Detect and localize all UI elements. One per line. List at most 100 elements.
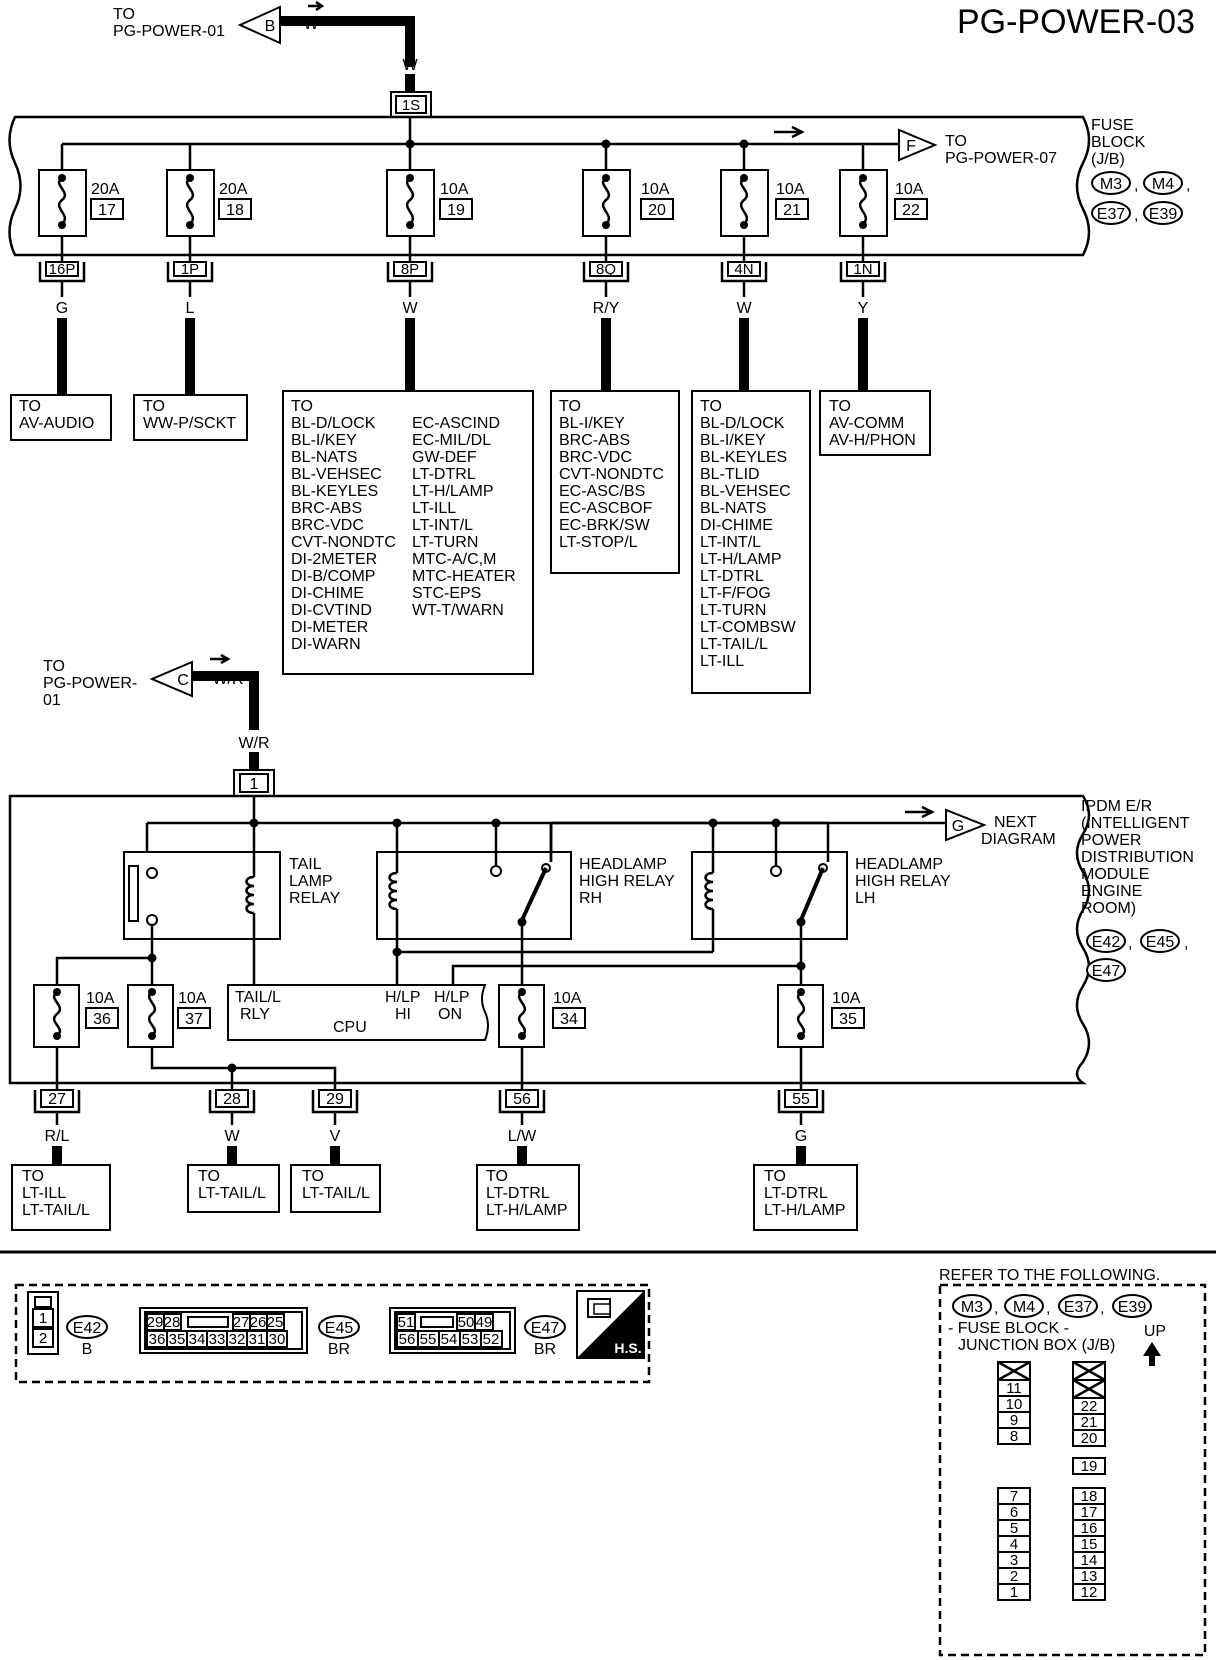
svg-text:BL-KEYLES: BL-KEYLES bbox=[291, 483, 378, 500]
svg-text:36: 36 bbox=[93, 1011, 111, 1028]
svg-text:GW-DEF: GW-DEF bbox=[412, 449, 477, 466]
svg-text:M3: M3 bbox=[1100, 176, 1122, 193]
ipdm-label: IPDM E/R (INTELLIGENT POWER DISTRIBUTION… bbox=[1081, 798, 1194, 917]
svg-text:29: 29 bbox=[147, 1314, 164, 1331]
svg-text:TO: TO bbox=[829, 398, 851, 415]
svg-text:27: 27 bbox=[233, 1314, 250, 1331]
svg-text:25: 25 bbox=[267, 1314, 284, 1331]
svg-text:14: 14 bbox=[1081, 1552, 1098, 1569]
top-link-to: TO bbox=[113, 6, 135, 23]
svg-text:LT-DTRL: LT-DTRL bbox=[700, 568, 764, 585]
svg-text:AV-AUDIO: AV-AUDIO bbox=[19, 415, 94, 432]
svg-text:52: 52 bbox=[483, 1331, 500, 1348]
svg-text:10A: 10A bbox=[178, 990, 207, 1007]
page-title: PG-POWER-03 bbox=[957, 3, 1195, 41]
svg-text:ENGINE: ENGINE bbox=[1081, 883, 1142, 900]
output-55: 55 G TO LT-DTRL LT-H/LAMP bbox=[753, 1089, 858, 1231]
svg-text:2: 2 bbox=[39, 1330, 47, 1347]
svg-text:TO: TO bbox=[43, 658, 65, 675]
svg-text:,: , bbox=[1100, 1300, 1104, 1317]
svg-text:55: 55 bbox=[792, 1091, 810, 1108]
svg-text:TAIL: TAIL bbox=[289, 856, 322, 873]
svg-text:,: , bbox=[1186, 177, 1190, 194]
svg-text:BL-KEYLES: BL-KEYLES bbox=[700, 449, 787, 466]
svg-text:LT-TAIL/L: LT-TAIL/L bbox=[198, 1185, 266, 1202]
svg-text:50: 50 bbox=[458, 1314, 475, 1331]
svg-text:31: 31 bbox=[249, 1331, 266, 1348]
ipdm-wire-color: W/R bbox=[238, 735, 269, 752]
svg-text:DI-CVTIND: DI-CVTIND bbox=[291, 602, 372, 619]
connector-1s: 1S bbox=[390, 91, 432, 118]
svg-text:BLOCK: BLOCK bbox=[1091, 134, 1146, 151]
svg-text:10A: 10A bbox=[86, 990, 115, 1007]
svg-text:LAMP: LAMP bbox=[289, 873, 333, 890]
svg-text:1: 1 bbox=[39, 1310, 47, 1327]
svg-text:LT-COMBSW: LT-COMBSW bbox=[700, 619, 797, 636]
svg-text:NEXT: NEXT bbox=[994, 814, 1037, 831]
svg-text:W: W bbox=[224, 1128, 240, 1145]
svg-text:LT-TURN: LT-TURN bbox=[700, 602, 766, 619]
svg-text:FUSE: FUSE bbox=[1091, 117, 1134, 134]
svg-text:20: 20 bbox=[1081, 1430, 1098, 1447]
svg-text:16: 16 bbox=[1081, 1520, 1098, 1537]
svg-text:BL-D/LOCK: BL-D/LOCK bbox=[700, 415, 785, 432]
svg-text:R/L: R/L bbox=[45, 1128, 70, 1145]
svg-text:CVT-NONDTC: CVT-NONDTC bbox=[559, 466, 664, 483]
svg-text:LT-TURN: LT-TURN bbox=[412, 534, 478, 551]
svg-text:C: C bbox=[177, 672, 189, 689]
main-wire-color: W bbox=[402, 57, 418, 74]
svg-text:LT-ILL: LT-ILL bbox=[412, 500, 456, 517]
svg-text:27: 27 bbox=[48, 1091, 66, 1108]
svg-text:W: W bbox=[402, 300, 418, 317]
link-g: G NEXT DIAGRAM bbox=[945, 808, 1056, 848]
fuse-block-label: FUSE BLOCK (J/B) bbox=[1091, 117, 1146, 168]
svg-text:L: L bbox=[186, 300, 195, 317]
svg-text:HIGH RELAY: HIGH RELAY bbox=[579, 873, 675, 890]
svg-text:15: 15 bbox=[1081, 1536, 1098, 1553]
svg-text:TO: TO bbox=[19, 398, 41, 415]
tail-lamp-relay: TAIL LAMP RELAY bbox=[123, 823, 341, 985]
svg-text:22: 22 bbox=[902, 202, 920, 219]
svg-text:20A: 20A bbox=[91, 181, 120, 198]
svg-text:19: 19 bbox=[447, 202, 465, 219]
svg-text:AV-H/PHON: AV-H/PHON bbox=[829, 432, 916, 449]
svg-text:28: 28 bbox=[164, 1314, 181, 1331]
svg-text:1N: 1N bbox=[853, 261, 872, 278]
svg-text:V: V bbox=[330, 1128, 341, 1145]
svg-text:M4: M4 bbox=[1152, 176, 1174, 193]
fuse-22: 10A 22 1N Y bbox=[839, 144, 928, 391]
svg-text:POWER: POWER bbox=[1081, 832, 1141, 849]
svg-text:LT-ILL: LT-ILL bbox=[22, 1185, 66, 1202]
fuse-37: 10A 37 bbox=[127, 984, 337, 1090]
svg-text:8P: 8P bbox=[401, 261, 419, 278]
svg-text:3: 3 bbox=[1010, 1552, 1018, 1569]
mid-link: TO PG-POWER- 01 C W/R bbox=[43, 653, 244, 709]
svg-text:DISTRIBUTION: DISTRIBUTION bbox=[1081, 849, 1194, 866]
fuse-36: 10A 36 bbox=[33, 984, 119, 1090]
svg-text:EC-ASCIND: EC-ASCIND bbox=[412, 415, 500, 432]
svg-text:BL-I/KEY: BL-I/KEY bbox=[559, 415, 625, 432]
svg-text:5: 5 bbox=[1010, 1520, 1018, 1537]
svg-text:Y: Y bbox=[858, 300, 869, 317]
svg-text:E37: E37 bbox=[1097, 206, 1126, 223]
svg-text:34: 34 bbox=[560, 1011, 578, 1028]
svg-text:HIGH RELAY: HIGH RELAY bbox=[855, 873, 951, 890]
svg-text:H/LP: H/LP bbox=[434, 989, 470, 1006]
svg-text:18: 18 bbox=[226, 202, 244, 219]
svg-text:BL-VEHSEC: BL-VEHSEC bbox=[291, 466, 382, 483]
svg-text:18: 18 bbox=[1081, 1488, 1098, 1505]
svg-text:R/Y: R/Y bbox=[593, 300, 620, 317]
svg-text:UP: UP bbox=[1144, 1323, 1166, 1340]
svg-text:JUNCTION BOX (J/B): JUNCTION BOX (J/B) bbox=[958, 1337, 1115, 1354]
svg-text:STC-EPS: STC-EPS bbox=[412, 585, 481, 602]
headlamp-relay-rh: HEADLAMP HIGH RELAY RH bbox=[376, 823, 675, 1030]
output-29: 29 V TO LT-TAIL/L bbox=[290, 1089, 381, 1213]
refer-panel: REFER TO THE FOLLOWING. M3 , M4 , E37 , … bbox=[938, 1267, 1207, 1657]
svg-text:TO: TO bbox=[198, 1168, 220, 1185]
svg-text:30: 30 bbox=[269, 1331, 286, 1348]
svg-text:RELAY: RELAY bbox=[289, 890, 341, 907]
legend-e45: 29 28 27 26 25 36 35 34 33 32 31 30 E45 … bbox=[139, 1307, 360, 1358]
fuse-block-outline bbox=[8, 115, 1091, 257]
svg-text:BL-I/KEY: BL-I/KEY bbox=[291, 432, 357, 449]
svg-text:E37: E37 bbox=[1064, 1299, 1093, 1316]
